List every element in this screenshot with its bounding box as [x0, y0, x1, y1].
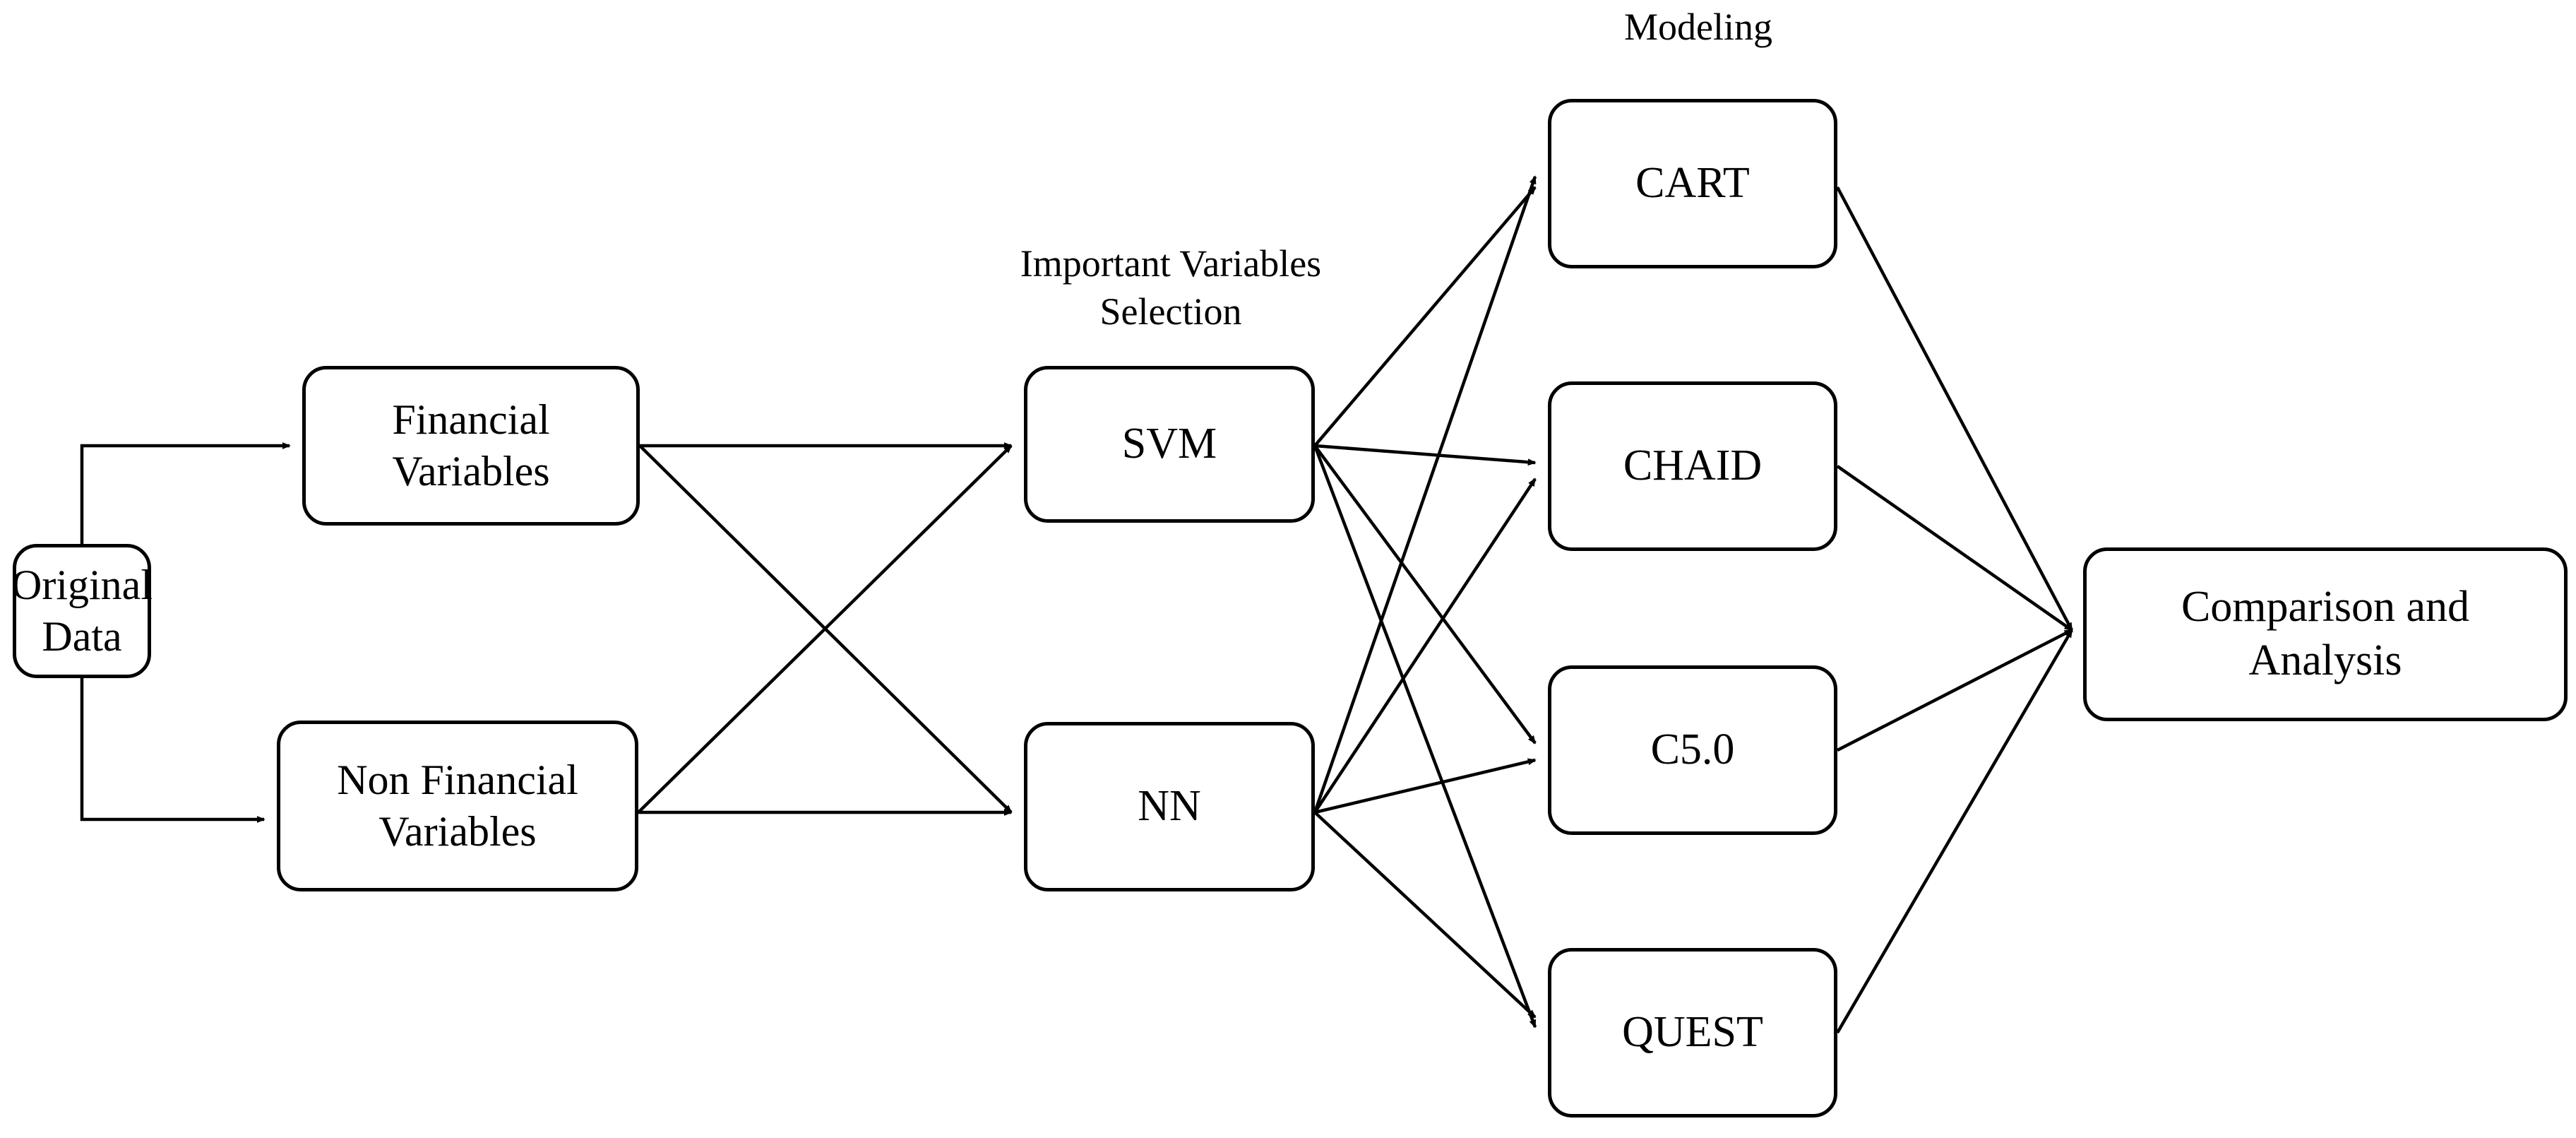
edge-chaid-to-comparison: [1836, 465, 2073, 632]
edge-quest-to-comparison: [1836, 629, 2073, 1034]
edge-c50-to-comparison: [1836, 628, 2073, 752]
edge-original-to-financial: [80, 442, 291, 544]
node-c50[interactable]: C5.0: [1548, 665, 1837, 835]
label-important-variables-selection: Important Variables Selection: [1020, 242, 1322, 333]
node-original-data[interactable]: Original Data: [11, 544, 153, 678]
edge-original-to-nonfinancial: [80, 678, 266, 823]
node-comparison-and-analysis[interactable]: Comparison and Analysis: [2083, 547, 2568, 721]
edge-nn-to-chaid: [1313, 478, 1537, 814]
edge-nn-to-c50: [1314, 758, 1537, 814]
node-non-financial-variables-label: Non Financial Variables: [337, 756, 578, 855]
node-financial-variables-label: Financial Variables: [392, 396, 550, 494]
node-cart-label: CART: [1635, 159, 1750, 208]
node-non-financial-variables[interactable]: Non Financial Variables: [277, 721, 638, 891]
node-quest[interactable]: QUEST: [1548, 948, 1837, 1118]
edge-nn-to-cart: [1313, 175, 1537, 813]
node-nn[interactable]: NN: [1024, 722, 1315, 891]
edge-nonfinancial-to-svm: [637, 444, 1013, 814]
node-chaid[interactable]: CHAID: [1548, 381, 1837, 551]
node-original-data-label: Original Data: [11, 561, 153, 660]
label-modeling: Modeling: [1624, 6, 1772, 48]
node-quest-label: QUEST: [1622, 1008, 1763, 1057]
node-nn-label: NN: [1138, 782, 1201, 831]
node-chaid-label: CHAID: [1623, 441, 1763, 490]
node-svm-label: SVM: [1121, 420, 1217, 468]
edge-svm-to-quest: [1313, 445, 1537, 1029]
edge-svm-to-c50: [1313, 444, 1537, 745]
node-cart[interactable]: CART: [1548, 99, 1837, 268]
node-comparison-and-analysis-label: Comparison and Analysis: [2181, 583, 2470, 684]
edge-svm-to-chaid: [1314, 444, 1537, 466]
node-c50-label: C5.0: [1650, 725, 1735, 774]
edge-cart-to-comparison: [1836, 186, 2073, 632]
node-svm[interactable]: SVM: [1024, 366, 1315, 523]
edge-svm-to-cart: [1313, 186, 1537, 447]
node-financial-variables[interactable]: Financial Variables: [302, 366, 640, 526]
edge-nn-to-quest: [1313, 811, 1537, 1019]
